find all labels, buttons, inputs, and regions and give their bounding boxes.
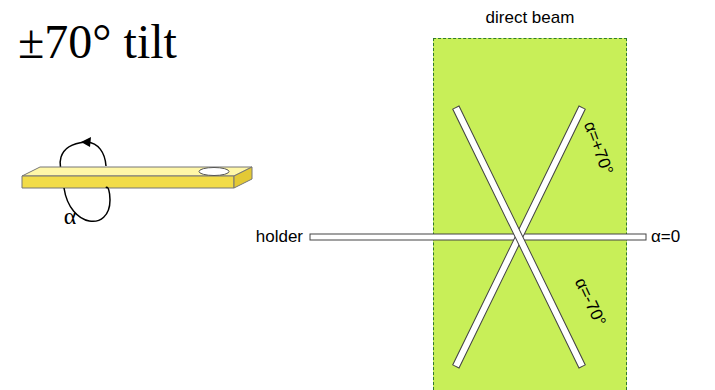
band-heading: direct beam — [433, 0, 627, 28]
tilt-zero-label-wrap: α=0 — [651, 228, 680, 247]
title-wrap: ±70° tilt — [18, 14, 177, 69]
beam-band: direct beam — [433, 0, 627, 390]
tilt-zero-label: α=0 — [651, 228, 680, 247]
holder-sketch — [22, 137, 252, 221]
tilt-symbol-wrap: α — [64, 203, 77, 229]
holder-positions — [310, 106, 646, 368]
holder-label-wrap: holder — [256, 228, 303, 247]
holder-label: holder — [256, 228, 303, 247]
tilt-symbol: α — [64, 203, 77, 229]
title: ±70° tilt — [18, 14, 177, 69]
